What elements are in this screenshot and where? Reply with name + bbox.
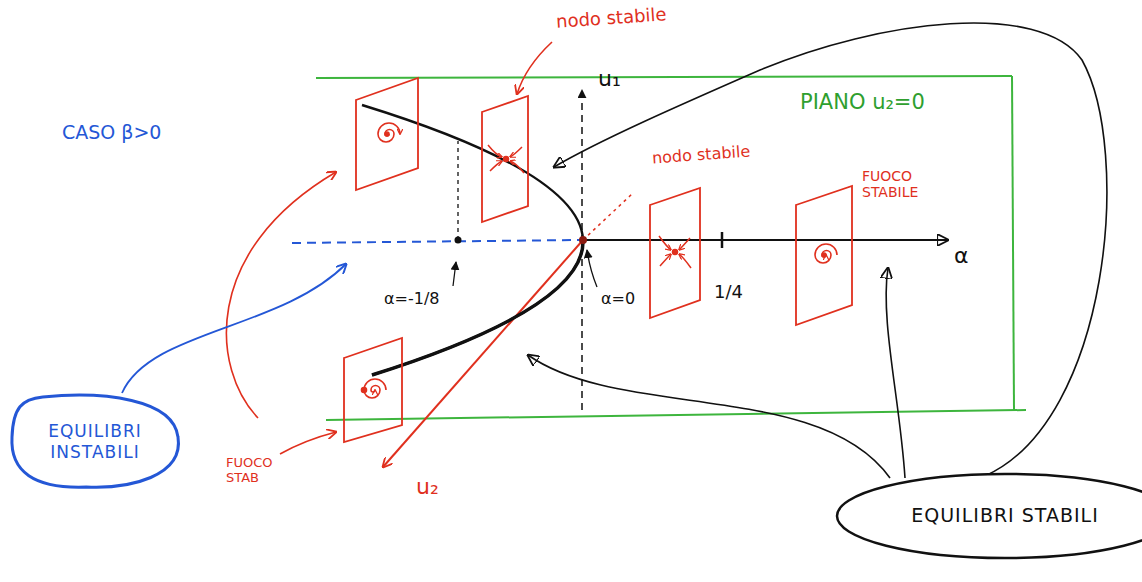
bubble-text: EQUILIBRI STABILI (875, 504, 1135, 528)
tick-label: 1/4 (714, 282, 743, 303)
parameter-value: α=0 (601, 290, 635, 308)
pointer-arrow (453, 262, 456, 286)
equilibrium-curve (372, 240, 583, 375)
point-dot (455, 237, 462, 244)
node-portrait (659, 236, 691, 268)
equilibrium-curve (362, 105, 583, 375)
parameter-value: α=-1/8 (384, 290, 439, 308)
trajectory (679, 238, 690, 250)
equilibrium-dot (673, 250, 678, 255)
leader-line (122, 264, 346, 393)
leader-line (528, 355, 890, 478)
origin-dot (579, 236, 587, 244)
alpha-axis (583, 239, 948, 241)
trajectory (510, 161, 524, 173)
u2-axis-hidden (583, 194, 632, 240)
focus-portrait (362, 379, 387, 398)
trajectory (510, 147, 522, 157)
guide-line (457, 141, 458, 240)
focus-portrait (378, 123, 400, 142)
spiral (364, 379, 386, 398)
plane-outline (316, 76, 1026, 420)
unstable-branch (292, 240, 580, 243)
callout-bubble: EQUILIBRI INSTABILI (8, 393, 182, 491)
axis-label: u₁ (598, 66, 621, 91)
spiral (815, 244, 837, 263)
callout-note: nodo stabile (651, 143, 750, 168)
trajectory (490, 161, 502, 171)
callout-bubble: EQUILIBRI STABILI (835, 472, 1142, 560)
bubble-text: EQUILIBRI INSTABILI (30, 421, 160, 464)
plane-label: PIANO u₂=0 (800, 90, 925, 114)
callout-note: nodo stabile (555, 4, 667, 32)
phase-panel (356, 78, 418, 190)
start-dot (362, 388, 367, 393)
plane-edge (316, 76, 1012, 78)
leader-line (517, 42, 552, 94)
trajectory (679, 254, 691, 268)
callout-note: FUOCO STABILE (862, 168, 942, 200)
plane-edge (1012, 76, 1014, 410)
node-portrait (488, 145, 524, 173)
bubble-shape (12, 395, 179, 487)
leader-line (280, 432, 336, 454)
phase-panels (344, 78, 852, 442)
case-title: CASO β>0 (62, 122, 161, 144)
phase-panel (344, 338, 402, 442)
u2-axis (383, 240, 583, 467)
equilibrium-dot (822, 253, 826, 257)
phase-panel (796, 186, 852, 325)
spiral (378, 123, 400, 142)
trajectory (659, 236, 671, 250)
pointer-arrow (587, 250, 597, 287)
trajectory (488, 145, 502, 157)
leader-line (886, 268, 905, 478)
equilibrium-dot (504, 157, 509, 162)
phase-panel (482, 96, 528, 222)
callout-note: FUOCO STAB (226, 456, 286, 486)
leader-line (226, 172, 336, 418)
axis-label: α (954, 243, 969, 268)
leader-line (554, 23, 1107, 476)
phase-panel (650, 188, 700, 318)
bubble-shape (837, 474, 1142, 558)
equilibrium-dot (385, 132, 389, 136)
axis-tick (721, 232, 724, 248)
focus-portrait (815, 244, 837, 263)
trajectory (660, 254, 671, 266)
axis-label: u₂ (416, 474, 439, 499)
